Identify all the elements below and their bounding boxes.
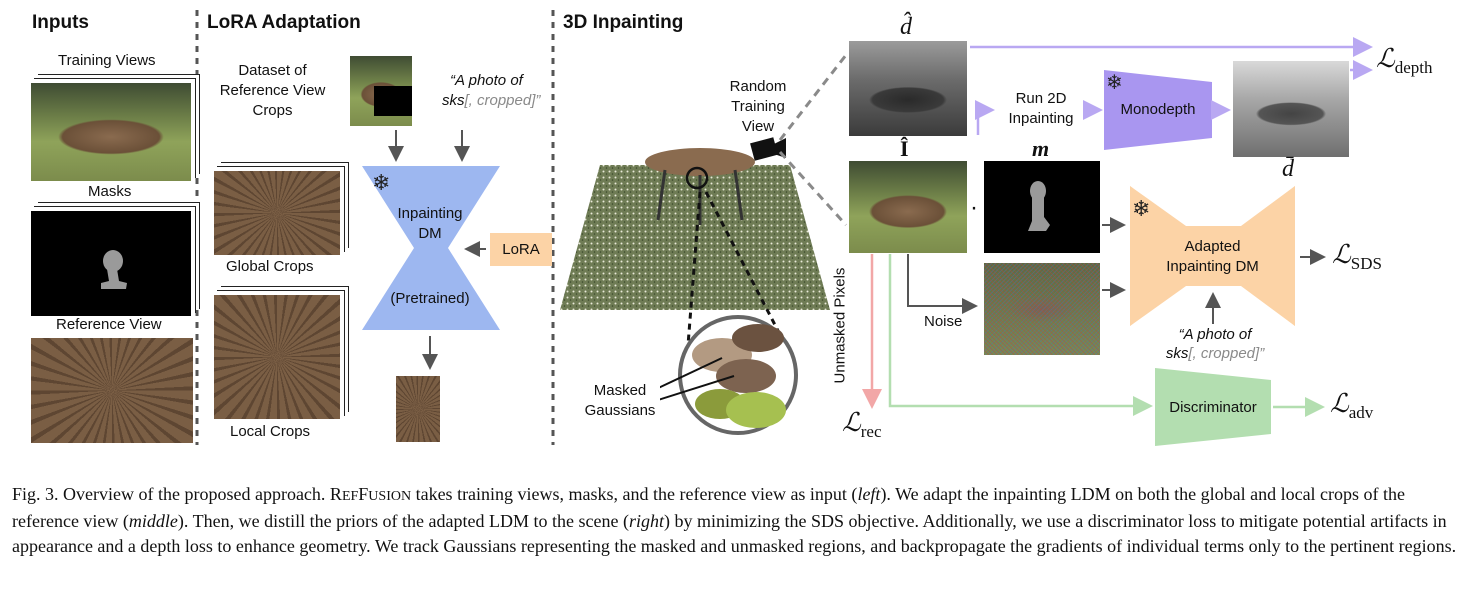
caption-left: left <box>857 484 881 504</box>
random-view-label-1: Random <box>729 78 787 95</box>
reference-view-label: Reference View <box>56 316 162 333</box>
dataset-label-3: Crops <box>252 102 293 119</box>
global-crops-label: Global Crops <box>226 258 314 275</box>
masked-gaussians-label-1: Masked <box>593 382 647 399</box>
lora-heading: LoRA Adaptation <box>207 12 361 33</box>
monodepth-box <box>1104 70 1212 150</box>
loss-depth-sub: depth <box>1394 58 1433 78</box>
sds-prompt-sks: sks <box>1165 345 1189 362</box>
d-hat-symbol: d̂ <box>900 14 912 40</box>
dataset-label-2: Reference View <box>219 82 326 99</box>
discriminator-box <box>1155 368 1271 446</box>
rendered-depth-image <box>848 40 968 137</box>
sds-prompt-line1: “A photo of <box>1178 326 1252 343</box>
dm-label-2: DM <box>418 225 442 242</box>
adapted-snowflake-icon: ❄ <box>1132 196 1151 221</box>
lora-prompt-line1: “A photo of <box>450 72 523 89</box>
sds-prompt-cropped: [, cropped]” <box>1188 345 1265 362</box>
adapted-dm-label-1: Adapted <box>1184 238 1241 255</box>
figure-caption: Fig. 3. Overview of the proposed approac… <box>12 482 1457 559</box>
lora-prompt-line2: sks[, cropped]” <box>442 92 540 109</box>
training-views-image <box>30 82 192 182</box>
loss-rec-symbol: ℒ <box>842 408 861 437</box>
divider-lines <box>195 10 555 445</box>
inpainting-heading: 3D Inpainting <box>563 12 684 33</box>
local-crops-image <box>213 294 341 420</box>
run2d-label-1: Run 2D <box>1015 90 1067 107</box>
snowflake-icon: ❄ <box>372 170 391 195</box>
monodepth-output-image <box>1232 60 1350 158</box>
monodepth-snowflake-icon: ❄ <box>1106 72 1123 94</box>
caption-fig-label: Fig. 3. <box>12 484 59 504</box>
loss-adv-symbol: ℒ <box>1330 389 1349 418</box>
loss-rec-sub: rec <box>860 422 882 442</box>
name-f: F <box>358 484 369 504</box>
reference-view-image <box>30 337 194 444</box>
dataset-label-1: Dataset of <box>238 62 307 79</box>
i-hat-symbol: Î <box>900 136 909 161</box>
loss-rec: ℒrec <box>842 408 882 442</box>
name-ef: EF <box>341 489 359 504</box>
masked-crop-image <box>349 55 413 127</box>
random-view-label-2: Training <box>731 98 785 115</box>
lora-prompt-cropped: [, cropped]” <box>464 92 541 109</box>
loss-adv: ℒadv <box>1330 389 1373 423</box>
caption-part-4: ). Then, we distill the priors of the ad… <box>177 511 629 531</box>
dm-pretrained-label: (Pretrained) <box>390 290 470 307</box>
loss-depth-symbol: ℒ <box>1376 44 1395 73</box>
crop-mask-overlay <box>374 86 412 116</box>
masks-image <box>30 210 192 317</box>
name-r: R <box>329 484 342 504</box>
lora-arrows <box>388 130 486 370</box>
caption-method-name: REFFUSION <box>330 484 411 504</box>
noisy-image <box>983 262 1101 356</box>
masks-label: Masks <box>88 183 132 200</box>
frustum-lines <box>778 54 848 227</box>
local-crops-label: Local Crops <box>230 423 311 440</box>
random-view-label-3: View <box>741 118 775 135</box>
camera-icon <box>750 137 786 161</box>
lora-box <box>490 233 552 266</box>
pretrained-dm-hourglass <box>362 166 500 330</box>
run2d-label-2: Inpainting <box>1008 110 1074 127</box>
lora-box-label: LoRA <box>502 241 540 258</box>
inpainting-arrows <box>862 37 1373 417</box>
caption-part-3: ). We adapt the inpainting LDM on both t… <box>12 484 1406 531</box>
adapted-dm-label-2: Inpainting DM <box>1166 258 1259 275</box>
caption-right: right <box>628 511 664 531</box>
mask-m-shape <box>1028 181 1050 231</box>
mask-m-image <box>983 160 1101 254</box>
rendered-image <box>848 160 968 254</box>
discriminator-label: Discriminator <box>1169 399 1257 416</box>
loss-sds: ℒSDS <box>1332 240 1382 274</box>
multiply-dot: · <box>970 194 978 221</box>
sds-prompt-line2: sks[, cropped]” <box>1150 345 1280 362</box>
loss-sds-symbol: ℒ <box>1332 240 1351 269</box>
noise-label: Noise <box>924 313 963 330</box>
mask-shape <box>101 250 127 289</box>
caption-part-1: Overview of the proposed approach. <box>63 484 326 504</box>
d-bar-symbol: d̄ <box>1282 156 1294 182</box>
global-crops-image <box>213 170 341 256</box>
loss-sds-sub: SDS <box>1350 254 1382 274</box>
lora-prompt-sks: sks <box>442 92 465 109</box>
masked-gaussians-zoom <box>660 191 798 435</box>
lora-output-image <box>395 375 441 443</box>
caption-middle: middle <box>128 511 178 531</box>
dm-label-1: Inpainting <box>397 205 463 222</box>
inputs-heading: Inputs <box>32 12 89 33</box>
monodepth-label: Monodepth <box>1120 101 1196 118</box>
masked-gaussians-label-2: Gaussians <box>584 402 656 419</box>
loss-adv-sub: adv <box>1348 403 1374 423</box>
adapted-dm-fill <box>1130 186 1295 326</box>
caption-part-5: ) by minimizing the SDS objective. Addit… <box>12 511 1457 556</box>
loss-depth: ℒdepth <box>1376 44 1433 78</box>
caption-part-2: takes training views, masks, and the ref… <box>415 484 858 504</box>
m-symbol: m <box>1032 136 1050 161</box>
name-usion: USION <box>368 489 412 504</box>
training-views-label: Training Views <box>58 52 156 69</box>
